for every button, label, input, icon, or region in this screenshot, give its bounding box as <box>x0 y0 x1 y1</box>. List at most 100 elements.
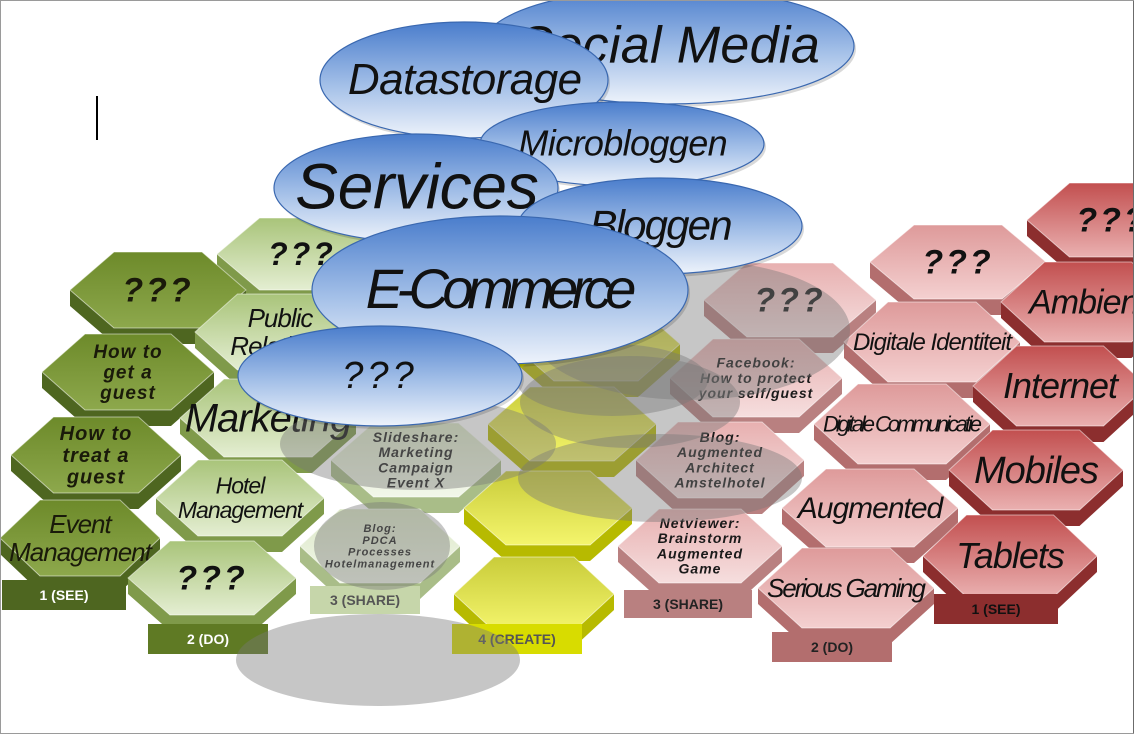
hex-face <box>10 416 182 494</box>
hex-face <box>669 338 843 418</box>
stage-label-text: 2 (DO) <box>187 631 229 647</box>
stage-label-text: 3 (SHARE) <box>653 596 723 612</box>
bubble-text: ??? <box>342 355 417 397</box>
hex-text: Event X <box>387 474 446 490</box>
hex-face <box>757 547 935 629</box>
hex-g-do-q: ??? <box>127 540 297 631</box>
stage-label-red-share: 3 (SHARE) <box>624 590 752 618</box>
hex-text: ??? <box>1076 202 1134 240</box>
hex-side <box>488 424 656 477</box>
hex-side <box>814 424 990 480</box>
gray-overlay-ellipse <box>516 344 708 416</box>
hex-side <box>180 418 356 473</box>
label-layer: 1 (SEE) 2 (DO) 3 (SHARE) 4 (CREATE) 3 (SHARE… <box>2 580 1058 662</box>
hex-text: How to <box>93 342 162 363</box>
hex-text: Slideshare: <box>373 429 459 445</box>
hex-text: Hotel <box>216 472 267 498</box>
hex-text: Blog: <box>700 429 741 445</box>
hex-text: Marketing <box>378 444 453 460</box>
stage-label-green-see: 1 (SEE) <box>2 580 126 610</box>
hex-face <box>972 345 1134 427</box>
gray-overlay-ellipse <box>518 434 802 522</box>
hex-face <box>948 429 1124 511</box>
hex-side <box>670 378 842 433</box>
hex-text: Augmented <box>656 545 743 561</box>
hex-face <box>155 459 325 537</box>
bubble-unknown: ??? <box>237 325 524 429</box>
hex-r-see-q: ??? <box>1026 182 1134 273</box>
text-cursor <box>96 96 98 140</box>
hex-face <box>463 470 633 546</box>
hex-text: Event <box>49 509 113 539</box>
hex-side <box>128 578 296 631</box>
bubble-shape <box>237 325 523 427</box>
hex-text: How to <box>60 423 133 445</box>
hex-text: Hotelmanagement <box>325 559 436 571</box>
hex-text: How to protect <box>700 370 812 386</box>
hex-side <box>949 470 1123 526</box>
hex-face <box>617 508 783 584</box>
hex-side <box>758 588 934 644</box>
hex-text: get a <box>102 362 152 383</box>
hex-r-share-blog: Blog:AugmentedArchitectAmstelhotel <box>635 421 805 514</box>
stage-label-text: 4 (CREATE) <box>478 631 556 647</box>
hex-text: Amstelhotel <box>673 474 765 490</box>
hex-side <box>1001 302 1134 358</box>
hex-face <box>1000 261 1134 343</box>
gray-overlay-ellipse <box>236 614 520 706</box>
hex-text: Brainstorm <box>658 530 743 546</box>
hex-r-do-communicatie: Digitale Communicatie <box>813 383 991 480</box>
hex-text: guest <box>99 383 156 404</box>
hex-side <box>973 386 1134 442</box>
hex-side <box>42 372 214 426</box>
hex-text: your self/guest <box>698 385 814 401</box>
hex-text: ??? <box>754 282 825 320</box>
hex-side <box>11 455 181 509</box>
hex-r-see-internet: Internet <box>972 345 1134 442</box>
stage-label-yellow-create: 4 (CREATE) <box>452 624 582 654</box>
bubble-microbloggen: Microbloggen <box>479 101 766 189</box>
stage-label-text: 1 (SEE) <box>971 601 1020 617</box>
hex-side <box>156 498 324 552</box>
stage-label-green-share: 3 (SHARE) <box>310 586 420 614</box>
hex-side <box>618 546 782 599</box>
hex-side <box>331 460 501 513</box>
hex-side <box>1027 220 1134 273</box>
hex-g-share-pdca: Blog:PDCAProcessesHotelmanagement <box>299 508 461 599</box>
hex-text: Facebook: <box>716 355 795 371</box>
hex-text: Serious Gaming <box>767 573 927 603</box>
hex-face <box>1026 182 1134 258</box>
hex-r-see-mobiles: Mobiles <box>948 429 1124 526</box>
stage-label-green-do: 2 (DO) <box>148 624 268 654</box>
bubble-text: Microbloggen <box>518 123 726 164</box>
hex-y-create-3 <box>487 386 657 477</box>
hex-face <box>41 333 215 411</box>
stage-label-text: 3 (SHARE) <box>330 592 400 608</box>
hex-side <box>512 344 680 397</box>
hex-text: Management <box>178 497 305 523</box>
hex-side <box>0 538 160 592</box>
hex-text: Mobiles <box>974 450 1099 492</box>
hex-side <box>300 546 460 599</box>
hex-text: Public <box>248 303 314 333</box>
hex-text: Management <box>9 537 154 567</box>
hex-face <box>127 540 297 616</box>
hex-text: Internet <box>1003 365 1120 406</box>
hex-text: ??? <box>176 560 247 598</box>
hex-face <box>487 386 657 462</box>
stage-label-text: 1 (SEE) <box>39 587 88 603</box>
hex-text: guest <box>66 466 126 488</box>
hex-text: Game <box>679 560 722 576</box>
bubble-text: Datastorage <box>348 55 581 104</box>
hex-text: Ambient <box>1027 284 1134 322</box>
hex-r-do-serious: Serious Gaming <box>757 547 935 644</box>
bubble-text: E-Commerce <box>366 257 636 320</box>
hex-text: ??? <box>922 244 993 282</box>
gray-overlay-ellipse <box>520 356 740 448</box>
